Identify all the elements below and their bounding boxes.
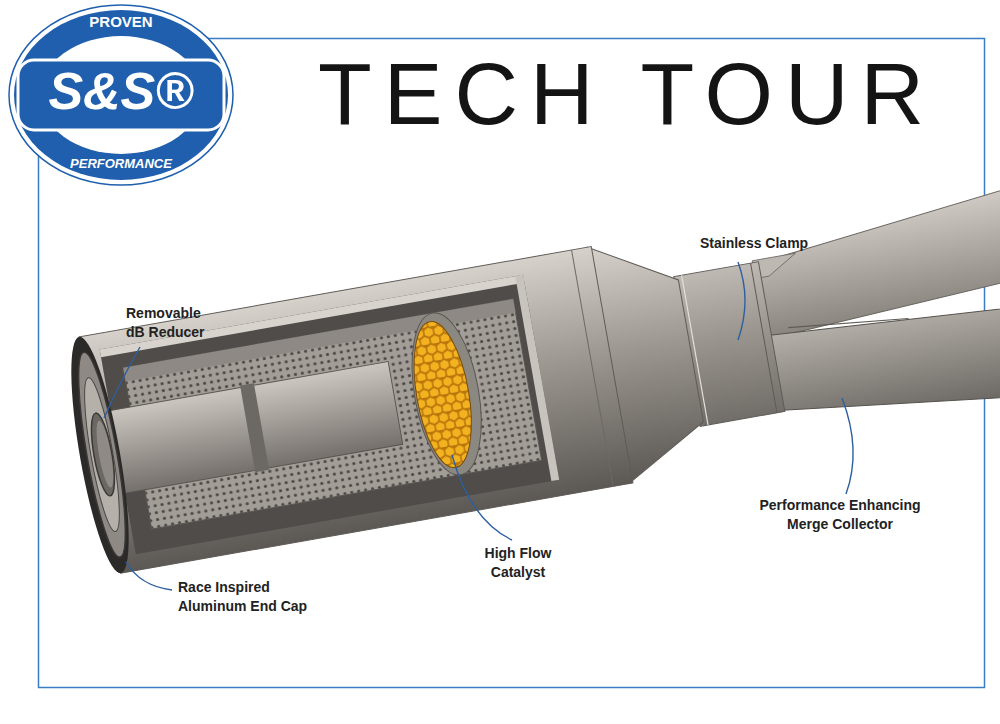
callout-label: High Flow Catalyst (470, 544, 566, 582)
logo-wordmark: S&S® (8, 63, 234, 120)
muffler (59, 163, 1000, 576)
brand-logo: PROVEN S&S® PERFORMANCE (8, 4, 234, 186)
logo-ring-text: PERFORMANCE (8, 157, 234, 171)
leader-lines (104, 262, 853, 590)
callout-label: Stainless Clamp (700, 234, 840, 253)
callout-label: Performance Enhancing Merge Collector (748, 496, 932, 534)
page-title: TECH TOUR (318, 46, 936, 143)
callout-label: Race Inspired Aluminum End Cap (178, 578, 316, 616)
callout-label: Removable dB Reducer (126, 304, 218, 342)
logo-ring-text: PROVEN (8, 14, 234, 31)
